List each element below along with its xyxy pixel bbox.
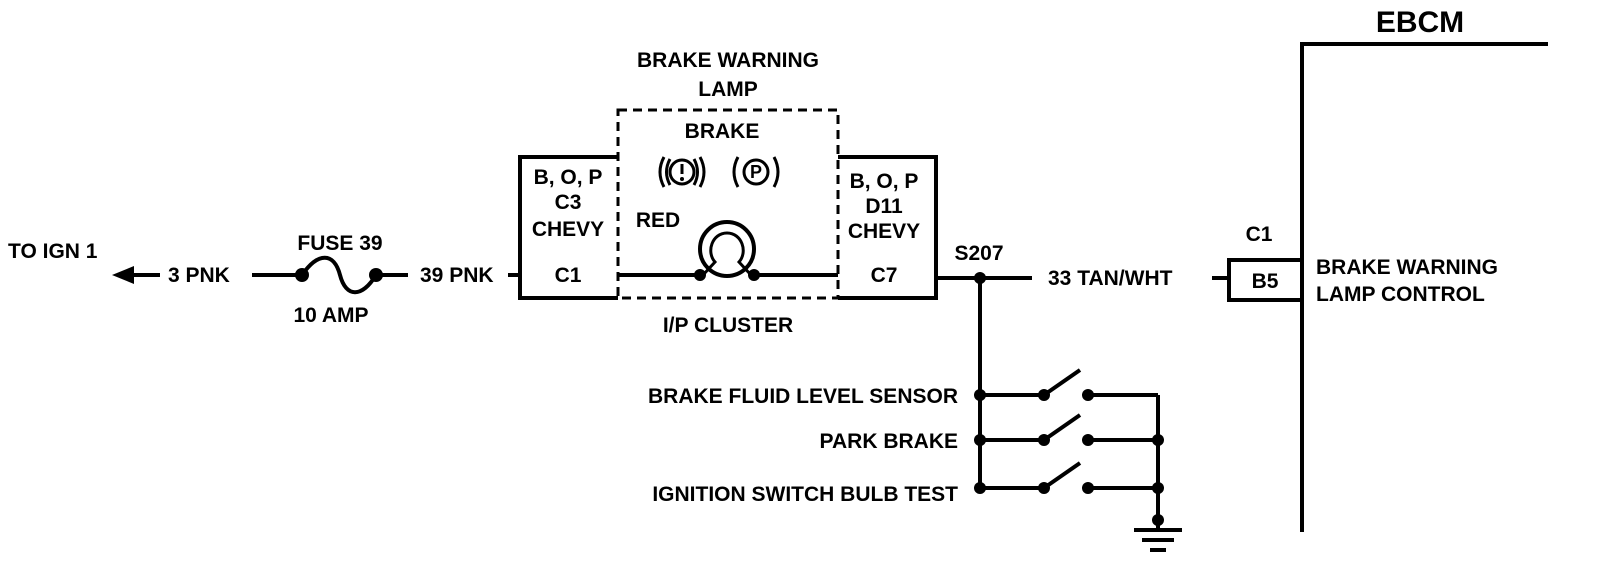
bulb-icon — [698, 220, 756, 278]
arrow-left-icon — [112, 266, 134, 284]
switch-label-park-brake: PARK BRAKE — [820, 430, 958, 453]
switch-bulb-test-icon — [974, 461, 1164, 494]
cluster-label: I/P CLUSTER — [663, 314, 793, 337]
ebcm-function-line-1: BRAKE WARNING — [1316, 256, 1498, 279]
left-connector-line-3: CHEVY — [532, 218, 604, 241]
lamp-title-line-2: LAMP — [698, 78, 758, 101]
wire-3-pnk-label: 3 PNK — [168, 264, 230, 287]
right-connector-line-1: B, O, P — [850, 170, 919, 193]
switch-park-brake-icon — [974, 413, 1164, 446]
fuse-name-label: FUSE 39 — [297, 232, 382, 255]
ebcm-connector-label: C1 — [1246, 223, 1273, 246]
right-connector-line-3: CHEVY — [848, 220, 920, 243]
park-brake-symbol-icon: P — [732, 156, 780, 188]
switch-fluid-level-icon — [974, 368, 1158, 401]
lamp-color-label: RED — [636, 209, 680, 232]
control-wire-label: 33 TAN/WHT — [1048, 267, 1173, 290]
ign-source-label: TO IGN 1 — [8, 240, 98, 263]
ground-junction-dot — [1152, 514, 1164, 526]
svg-text:P: P — [750, 162, 762, 182]
bulb-terminal-left — [694, 269, 706, 281]
splice-label: S207 — [954, 242, 1003, 265]
switch-label-bulb-test: IGNITION SWITCH BULB TEST — [652, 483, 958, 506]
fuse-rating-label: 10 AMP — [293, 304, 368, 327]
ground-icon — [1134, 528, 1182, 552]
left-connector-line-1: B, O, P — [534, 166, 603, 189]
right-connector-line-2: D11 — [865, 195, 903, 218]
ebcm-pin-label: B5 — [1252, 270, 1279, 293]
ebcm-module-boundary — [1300, 42, 1548, 532]
wire-39-pnk-label: 39 PNK — [420, 264, 494, 287]
ebcm-title: EBCM — [1376, 6, 1464, 39]
fuse-element-icon — [300, 255, 378, 295]
lamp-title-line-1: BRAKE WARNING — [637, 49, 819, 72]
lamp-brake-text: BRAKE — [685, 120, 760, 143]
brake-warning-symbol-icon — [658, 156, 706, 188]
lamp-housing-dashed — [616, 108, 840, 300]
switch-label-fluid-level: BRAKE FLUID LEVEL SENSOR — [648, 385, 958, 408]
right-connector-box — [838, 155, 938, 300]
right-connector-pin: C7 — [871, 264, 898, 287]
left-connector-box — [518, 155, 618, 300]
ebcm-function-line-2: LAMP CONTROL — [1316, 283, 1485, 306]
left-connector-pin: C1 — [555, 264, 582, 287]
left-connector-line-2: C3 — [555, 191, 582, 214]
